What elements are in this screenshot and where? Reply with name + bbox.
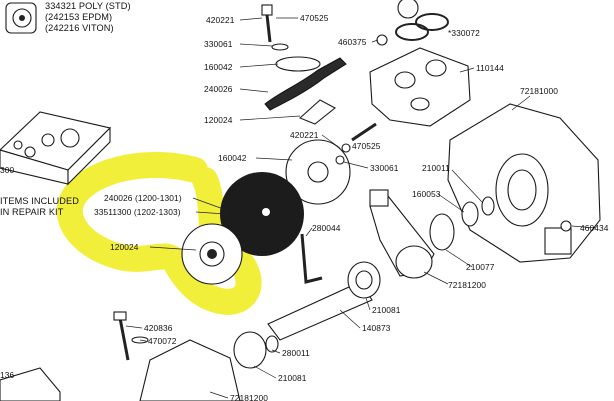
- seal-160053: [461, 201, 479, 227]
- oring-330072-b: [415, 13, 449, 31]
- highlight-label-240026: 240026 (1200-1301): [104, 193, 182, 203]
- retainer-120024: [181, 223, 243, 285]
- part-label: 210081: [278, 373, 307, 383]
- part-label: 136: [0, 370, 15, 380]
- part-label: 420221: [290, 130, 319, 140]
- diaphragm-240026: [220, 172, 304, 256]
- washer-330061-top: [271, 43, 289, 51]
- part-label: *330072: [448, 28, 480, 38]
- plug-460375: [376, 34, 388, 46]
- kit-note-line2: IN REPAIR KIT: [0, 207, 64, 217]
- bolt-head-420836: [113, 311, 127, 321]
- part-label: 330061: [370, 163, 399, 173]
- bearing-210077: [429, 213, 455, 251]
- repair-kit-box: [0, 111, 112, 186]
- washer-470525-mid: [341, 143, 351, 153]
- seal-fitting: [5, 2, 37, 34]
- part-label: 460434: [580, 223, 609, 233]
- oring-330072-a: [395, 23, 429, 41]
- diaphragm-rod-240026: [264, 57, 347, 111]
- part-label: 420221: [206, 15, 235, 25]
- highlight-label-120024: 120024: [110, 242, 139, 252]
- part-label: 280011: [282, 348, 310, 358]
- leader-lines: [125, 17, 597, 399]
- kit-note-line1: ITEMS INCLUDED: [0, 196, 79, 206]
- plate-160042: [285, 139, 351, 205]
- part-label: 240026: [204, 84, 233, 94]
- part-label: 280044: [312, 223, 341, 233]
- retainer-120024-top: [298, 99, 336, 125]
- ring-210011: [481, 196, 495, 216]
- part-label: 110144: [476, 63, 504, 73]
- plate-160042-top: [275, 56, 321, 72]
- shaft-assembly: [267, 261, 381, 341]
- bolt-420836: [118, 317, 130, 361]
- ring-280011: [265, 335, 279, 353]
- part-label: 140873: [362, 323, 391, 333]
- seal-note-viton: (242216 VITON): [45, 23, 114, 33]
- part-label: 160053: [412, 189, 441, 199]
- lower-housing: [139, 339, 241, 401]
- part-label: 160042: [204, 62, 233, 72]
- part-label: 160042: [218, 153, 247, 163]
- hex-key-280044: [300, 233, 323, 284]
- manifold-110144: [369, 47, 471, 127]
- part-label: 72181200: [230, 393, 269, 401]
- part-label: 210077: [466, 262, 495, 272]
- part-label: 420836: [144, 323, 173, 333]
- bearing-210081-low: [233, 331, 267, 369]
- washer-330061-mid: [335, 155, 345, 165]
- bolt-420221-top: [261, 4, 273, 43]
- part-label: 210011: [422, 163, 450, 173]
- highlight-label-33511300: 33511300 (1202-1303): [94, 207, 181, 217]
- seal-note-poly: 334321 POLY (STD): [45, 1, 131, 11]
- seal-note-epdm: (242153 EPDM): [45, 12, 113, 22]
- corner-part: [0, 367, 61, 401]
- part-label: 470072: [148, 336, 177, 346]
- crankcase-72181000: [447, 103, 601, 263]
- part-label: 120024: [204, 115, 233, 125]
- part-label: 460375: [338, 37, 367, 47]
- part-label: 210081: [372, 305, 401, 315]
- bolt-420221-mid: [351, 122, 377, 142]
- bearing-top: [397, 0, 419, 19]
- part-label: 72181200: [448, 280, 487, 290]
- part-label: 470525: [352, 141, 381, 151]
- part-label: 72181000: [520, 86, 559, 96]
- connecting-rod: [369, 189, 435, 279]
- part-label: 330061: [204, 39, 233, 49]
- part-label: 470525: [300, 13, 329, 23]
- part-label: 300: [0, 165, 15, 175]
